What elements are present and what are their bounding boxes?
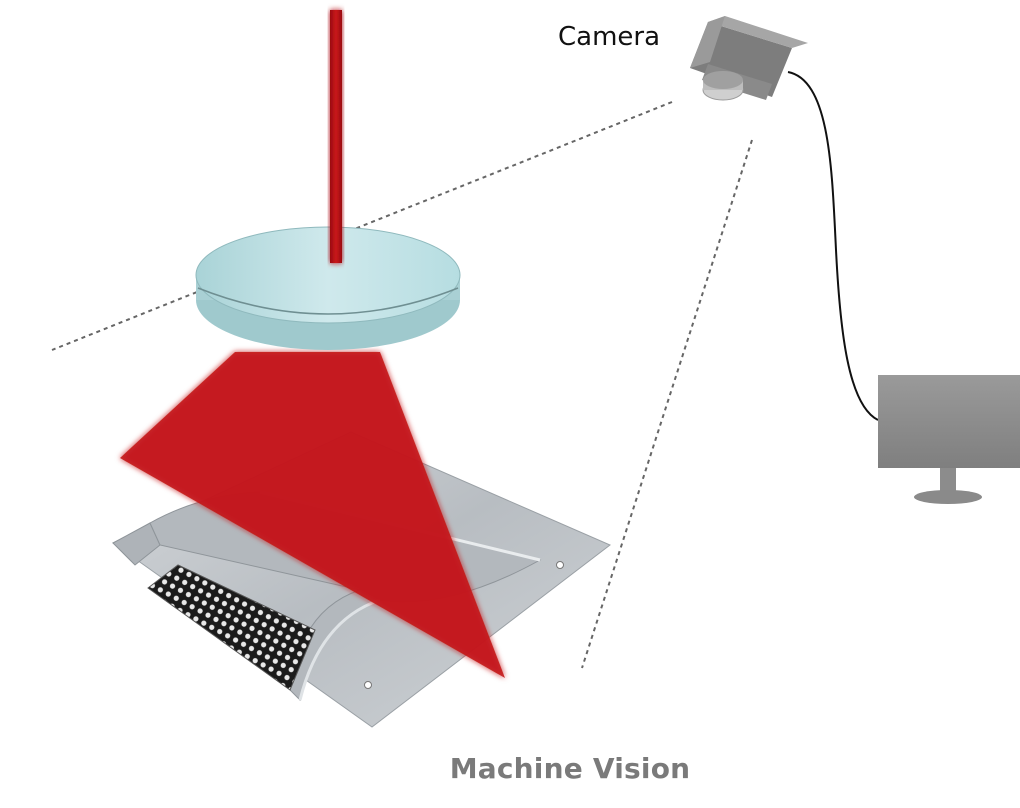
laser-fan [120,352,505,678]
camera-label: Camera [558,22,661,52]
lens-icon [195,226,461,350]
camera-cable [787,71,879,421]
laser-beam [330,10,342,263]
monitor-icon [878,375,1020,504]
camera-sightline-lower [581,139,753,669]
diagram-caption: Machine Vision [449,752,691,785]
camera-icon [690,16,808,101]
